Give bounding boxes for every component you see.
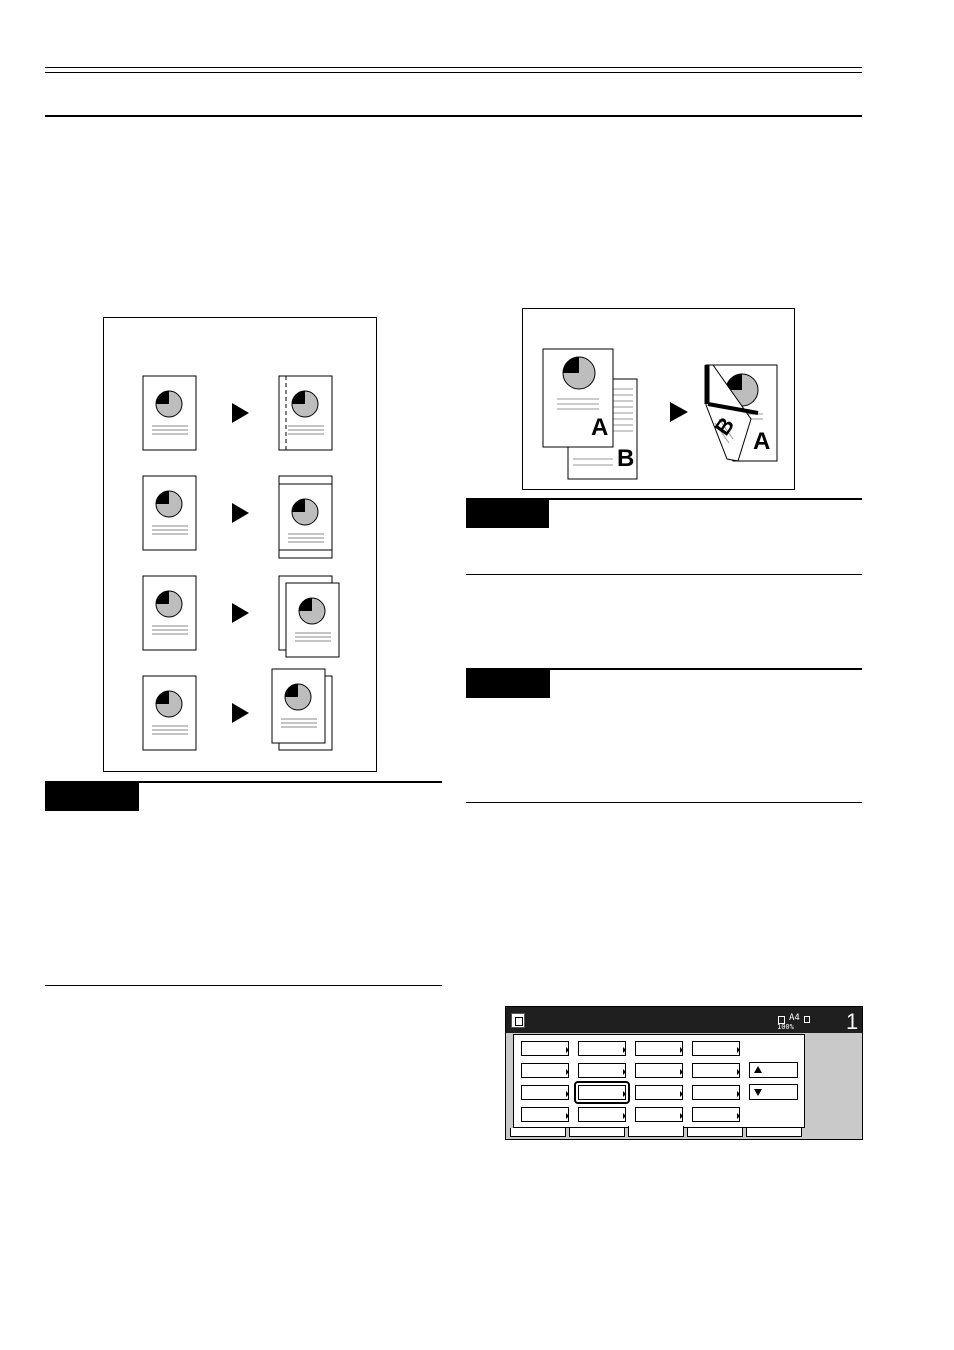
result-doc-shift-left <box>271 668 333 751</box>
front-letter: A <box>591 414 608 441</box>
function-key-r2c3[interactable] <box>635 1063 683 1078</box>
note-tag-right-2 <box>466 670 550 698</box>
function-key-r2c4[interactable] <box>692 1063 740 1078</box>
panel-tab-3-active[interactable] <box>628 1126 684 1137</box>
function-key-r2c2[interactable] <box>578 1063 626 1078</box>
triangle-up-icon <box>754 1066 762 1073</box>
orientation-icon <box>804 1016 810 1023</box>
original-doc-3 <box>142 575 197 651</box>
function-key-r4c3[interactable] <box>635 1107 683 1122</box>
function-key-r1c3[interactable] <box>635 1041 683 1056</box>
original-doc-4 <box>142 675 197 751</box>
original-page-front <box>542 348 614 448</box>
operation-panel: A4 100% 1 <box>505 1006 863 1140</box>
panel-title-bar <box>506 1007 862 1033</box>
function-key-r2c1[interactable] <box>521 1063 569 1078</box>
function-key-r1c1[interactable] <box>521 1041 569 1056</box>
zoom-readout: 100% <box>777 1023 794 1031</box>
original-doc-1 <box>142 375 197 451</box>
panel-tab-5[interactable] <box>746 1128 802 1137</box>
function-key-r3c2-selected[interactable] <box>574 1081 630 1104</box>
note-tag-right-1 <box>466 500 549 528</box>
function-key-r3c3[interactable] <box>635 1085 683 1100</box>
copy-count: 1 <box>846 1009 859 1034</box>
duplex-front-letter: A <box>753 428 770 455</box>
margin-illustration-drawing <box>142 375 340 751</box>
arrow-icon <box>232 603 249 623</box>
function-key-r3c4[interactable] <box>692 1085 740 1100</box>
note-rule-top-right-2 <box>466 668 862 670</box>
note-rule-bottom-right-2 <box>466 802 862 803</box>
duplex-result-sheet <box>704 364 778 462</box>
note-tag-left <box>45 783 139 811</box>
function-key-r3c2[interactable] <box>578 1085 626 1100</box>
scroll-up-button[interactable] <box>749 1062 798 1078</box>
note-rule-top-left <box>45 781 442 783</box>
result-doc-shift-right <box>278 575 340 658</box>
function-key-r4c4[interactable] <box>692 1107 740 1122</box>
arrow-icon <box>232 503 249 523</box>
function-key-r1c4[interactable] <box>692 1041 740 1056</box>
paper-size-icon <box>778 1016 785 1024</box>
scroll-down-button[interactable] <box>749 1084 798 1100</box>
function-key-r4c2[interactable] <box>578 1107 626 1122</box>
header-rule-bottom <box>45 115 862 117</box>
panel-tab-1[interactable] <box>510 1128 566 1137</box>
paper-size-readout: A4 <box>789 1013 800 1023</box>
result-doc-top-margin <box>278 475 333 559</box>
note-rule-bottom-right-1 <box>466 574 862 575</box>
function-key-r4c1[interactable] <box>521 1107 569 1122</box>
function-key-r1c2[interactable] <box>578 1041 626 1056</box>
function-area <box>513 1034 805 1128</box>
panel-tab-2[interactable] <box>569 1128 625 1137</box>
note-rule-bottom-left <box>45 985 442 986</box>
original-doc-2 <box>142 475 197 551</box>
function-key-r3c1[interactable] <box>521 1085 569 1100</box>
back-letter: B <box>617 445 634 472</box>
result-doc-left-margin <box>278 375 333 451</box>
header-rule-top-1 <box>45 67 862 68</box>
arrow-icon <box>232 703 249 723</box>
triangle-down-icon <box>754 1089 762 1096</box>
duplex-illustration-drawing: A B B A <box>542 348 778 480</box>
margin-illustration <box>103 317 377 772</box>
note-rule-top-right-1 <box>466 498 862 500</box>
arrow-icon <box>670 402 688 422</box>
header-rule-top-2 <box>45 72 862 73</box>
panel-tab-4[interactable] <box>687 1128 743 1137</box>
panel-mode-icon[interactable] <box>511 1013 525 1028</box>
duplex-illustration: A B B A <box>522 308 795 490</box>
arrow-icon <box>232 403 249 423</box>
